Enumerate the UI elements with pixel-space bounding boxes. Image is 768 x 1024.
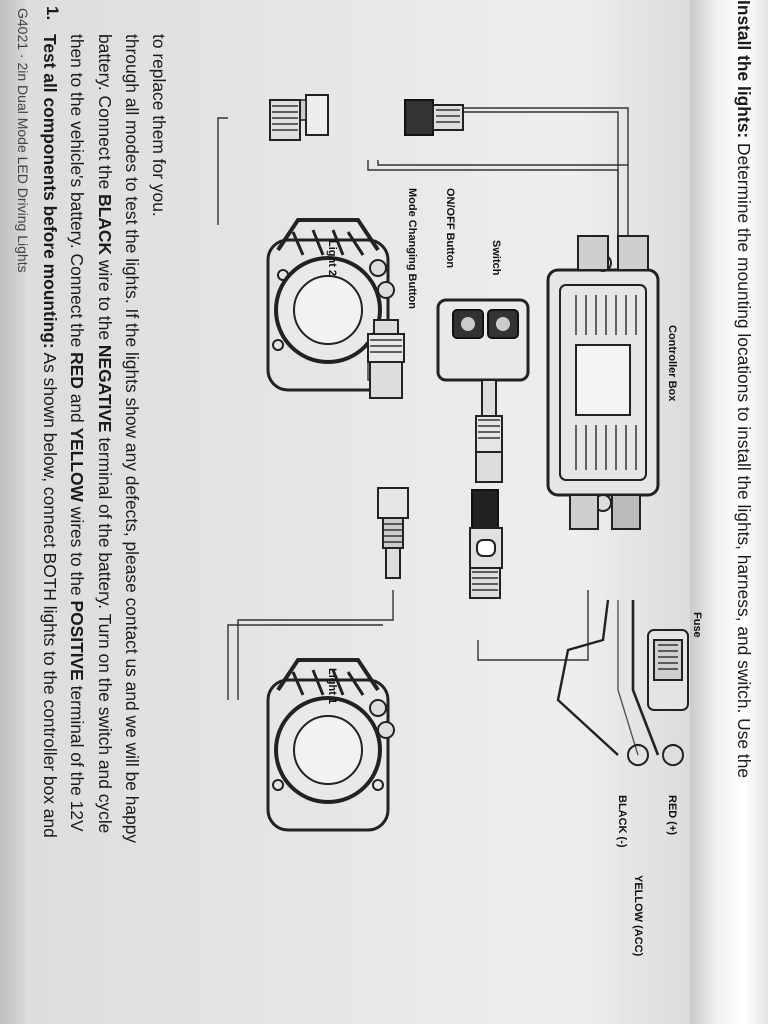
light1-plug <box>377 487 409 579</box>
light-2 <box>266 218 395 392</box>
light2-wire <box>217 117 228 225</box>
light1-wire <box>237 590 394 700</box>
label-light-2: Light 2 <box>326 240 338 277</box>
label-onoff-button: ON/OFF Button <box>444 188 456 269</box>
light2-plug <box>367 319 405 399</box>
controller-connector-top <box>404 99 464 136</box>
controller-box <box>546 235 660 530</box>
switch-harness <box>367 160 619 235</box>
switch-plug <box>469 489 503 599</box>
light2-harness <box>447 111 619 235</box>
label-yellow: YELLOW (ACC) <box>632 875 644 957</box>
label-black: BLACK (-) <box>616 795 628 848</box>
switch[interactable] <box>436 298 530 483</box>
label-controller-box: Controller Box <box>666 325 678 402</box>
ring-terminals <box>627 744 684 767</box>
light-1 <box>266 658 395 832</box>
fuse <box>647 629 689 711</box>
label-fuse: Fuse <box>691 612 703 638</box>
page-fold <box>690 0 768 1024</box>
controller-light1-wire <box>477 590 589 661</box>
label-mode-button: Mode Changing Button <box>406 188 418 309</box>
label-switch: Switch <box>490 240 502 276</box>
label-red: RED (+) <box>666 795 678 836</box>
label-light-1: Light 1 <box>326 668 338 705</box>
page-edge <box>0 0 26 1024</box>
power-wires <box>631 600 660 756</box>
light2-connector <box>269 94 329 141</box>
